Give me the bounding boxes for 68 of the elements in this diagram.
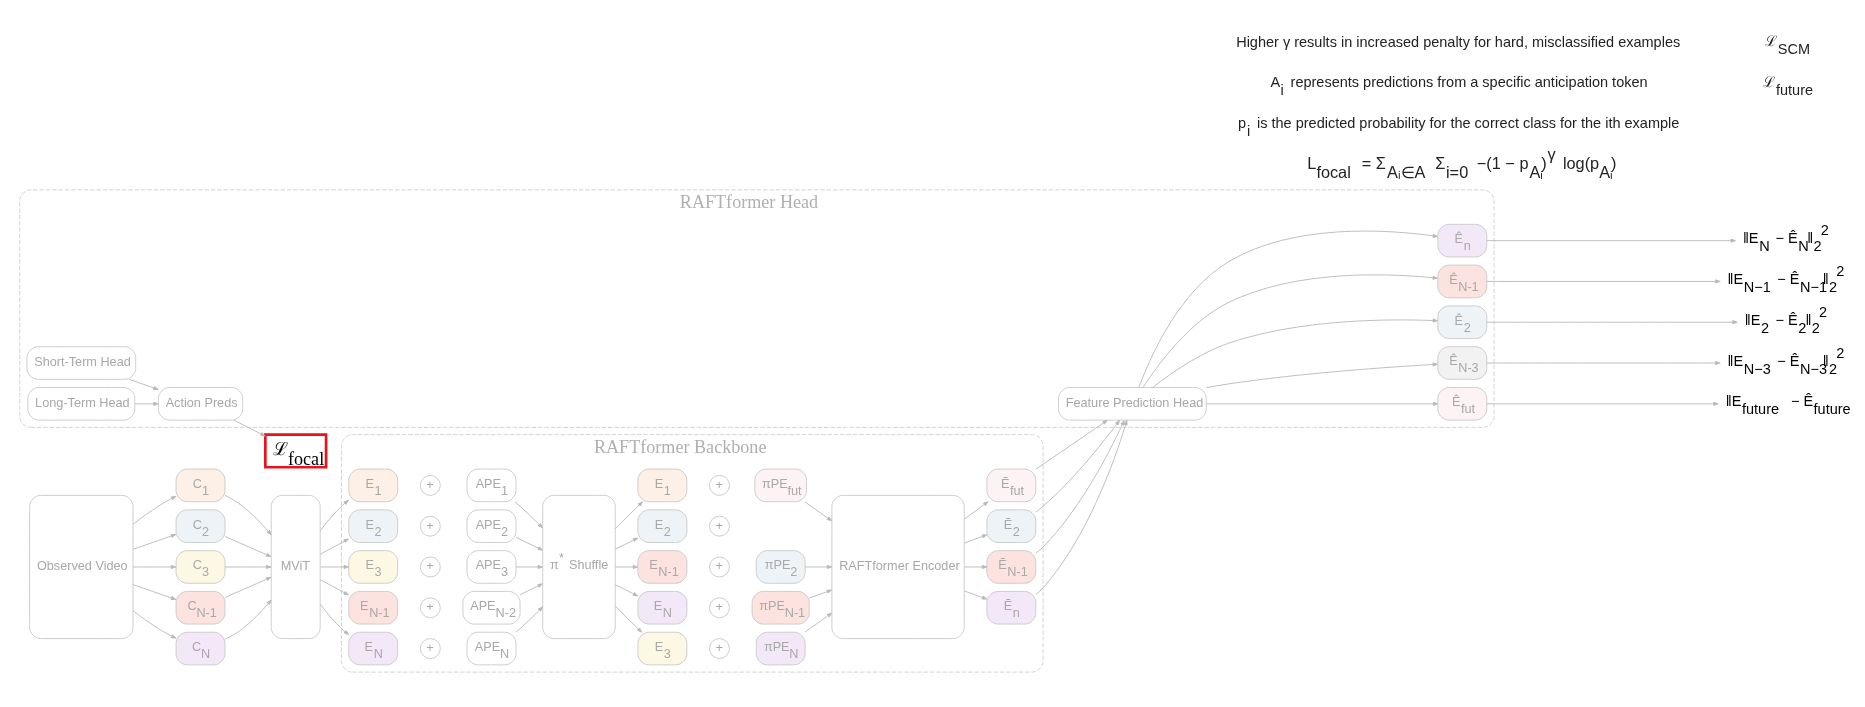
node-circle: + xyxy=(709,597,730,619)
arrow xyxy=(132,495,177,525)
node-box: Feature Prediction Head xyxy=(1058,387,1207,421)
arrow xyxy=(319,603,350,636)
node-circle: + xyxy=(419,638,441,659)
arrow xyxy=(1206,362,1438,389)
node-circle: + xyxy=(419,556,441,578)
arrow xyxy=(964,590,988,600)
arrow xyxy=(964,501,989,520)
arrow xyxy=(514,501,543,529)
arrow xyxy=(614,584,639,597)
node-box: MViT xyxy=(270,494,321,640)
arrow xyxy=(320,564,349,569)
node-circle: + xyxy=(709,638,730,659)
arrow xyxy=(614,501,643,530)
arrow xyxy=(804,501,833,522)
arrow xyxy=(1486,279,1721,284)
arrow xyxy=(615,605,643,633)
arrow xyxy=(614,537,639,550)
arrow xyxy=(1486,360,1721,366)
arrow xyxy=(319,499,349,532)
arrow xyxy=(132,564,177,569)
arrow xyxy=(515,606,544,633)
arrow xyxy=(1152,318,1438,388)
arrow xyxy=(614,564,639,569)
arrow xyxy=(804,564,833,569)
arrow xyxy=(964,534,988,544)
arrow xyxy=(1035,420,1125,554)
label: Higher γ results in increased penalty for hard, misclassified examples xyxy=(1236,34,1681,51)
arrow xyxy=(964,564,988,569)
node-circle: + xyxy=(419,597,441,619)
arrow xyxy=(320,579,349,596)
arrow xyxy=(233,419,266,437)
arrow xyxy=(1138,230,1439,388)
arrow xyxy=(132,534,177,550)
node-circle: + xyxy=(419,515,441,537)
arrow xyxy=(1142,274,1438,388)
node-box: RAFTformer Encoder xyxy=(831,494,965,640)
arrow xyxy=(128,378,159,390)
arrow xyxy=(320,538,349,555)
arrow xyxy=(808,589,833,599)
arrow xyxy=(224,576,272,598)
arrow xyxy=(224,599,272,640)
arrow xyxy=(224,564,272,569)
arrow xyxy=(519,583,544,595)
arrow xyxy=(1035,419,1108,470)
arrow xyxy=(132,584,177,600)
arrow xyxy=(132,610,177,639)
arrow xyxy=(224,494,272,536)
node-circle: + xyxy=(419,474,441,496)
arrow xyxy=(1486,401,1719,406)
node-circle: + xyxy=(709,474,730,496)
node-circle: + xyxy=(709,556,730,578)
node-box: Observed Video xyxy=(29,494,134,640)
arrow xyxy=(1206,401,1439,406)
arrow xyxy=(1035,419,1120,513)
node-circle: + xyxy=(709,515,730,537)
node-box: Short-Term Head xyxy=(26,346,137,380)
arrow xyxy=(515,537,544,551)
node-box: Action Preds xyxy=(157,387,244,421)
arrow xyxy=(1486,320,1738,325)
arrow xyxy=(134,401,159,406)
arrow xyxy=(804,612,833,633)
arrow xyxy=(1486,238,1736,243)
arrow xyxy=(515,564,544,569)
arrow xyxy=(1035,419,1128,595)
node-box: Long-Term Head xyxy=(27,387,136,421)
arrow xyxy=(224,536,272,558)
